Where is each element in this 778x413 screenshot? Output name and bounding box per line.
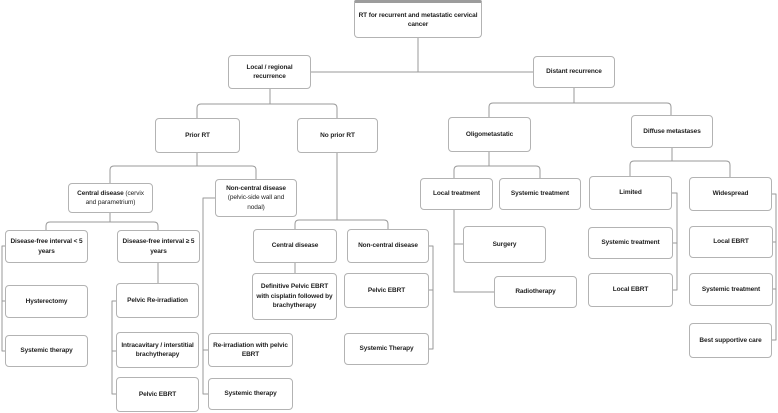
connector-centraldisease-children bbox=[45, 213, 159, 230]
node-surgery: Surgery bbox=[463, 226, 546, 263]
node-systemic-treatment-widespread: Systemic treatment bbox=[689, 273, 773, 306]
node-definitive-pelvic-ebrt-cisplatin: Definitive Pelvic EBRT with cisplatin fo… bbox=[252, 273, 337, 320]
node-diffuse-metastases: Diffuse metastases bbox=[631, 115, 713, 148]
connector-root-to-branches bbox=[311, 38, 533, 73]
node-systemic-therapy-lt5: Systemic therapy bbox=[5, 335, 88, 367]
node-systemic-therapy-noncentral-prior: Systemic therapy bbox=[208, 378, 293, 410]
connector-distant-children bbox=[488, 88, 672, 117]
node-local-ebrt-limited: Local EBRT bbox=[588, 273, 673, 307]
connector-nopriorrt-children bbox=[294, 153, 389, 229]
node-local-treatment: Local treatment bbox=[420, 178, 493, 210]
node-systemic-therapy-no-prior-rt: Systemic Therapy bbox=[344, 333, 429, 365]
node-disease-free-interval-lt5: Disease-free interval < 5 years bbox=[5, 230, 88, 263]
connector-noncentralnoprior-group bbox=[429, 245, 434, 350]
node-pelvic-ebrt-no-prior-rt: Pelvic EBRT bbox=[344, 273, 429, 308]
node-non-central-disease-no-prior-rt: Non-central disease bbox=[347, 229, 429, 263]
connector-diffuse-children bbox=[629, 148, 731, 177]
node-limited: Limited bbox=[589, 176, 672, 210]
node-systemic-treatment-limited: Systemic treatment bbox=[588, 227, 673, 259]
node-prior-rt: Prior RT bbox=[155, 118, 240, 153]
node-intracavitary-interstitial-brachytherapy: Intracavitary / interstitial brachythera… bbox=[116, 332, 199, 368]
connector-localtreatment-group bbox=[453, 210, 494, 293]
node-root: RT for recurrent and metastatic cervical… bbox=[354, 0, 482, 38]
node-oligometastatic: Oligometastatic bbox=[448, 117, 531, 152]
connector-priorrt-children bbox=[109, 153, 257, 183]
node-local-regional-recurrence: Local / regional recurrence bbox=[228, 55, 311, 89]
node-pelvic-reirradiation: Pelvic Re-irradiation bbox=[116, 283, 199, 318]
node-no-prior-rt: No prior RT bbox=[297, 118, 378, 153]
node-central-disease-prior-rt: Central disease (cervix and parametrium) bbox=[68, 183, 153, 213]
node-systemic-treatment-oligo: Systemic treatment bbox=[499, 178, 581, 210]
connector-pelvicreirr-group bbox=[111, 300, 116, 395]
node-label: Non-central disease (pelvic-side wall an… bbox=[226, 184, 286, 211]
connector-widespread-group bbox=[772, 193, 777, 341]
node-radiotherapy: Radiotherapy bbox=[494, 276, 577, 308]
node-central-disease-no-prior-rt: Central disease bbox=[253, 229, 337, 263]
node-non-central-disease-prior-rt: Non-central disease (pelvic-side wall an… bbox=[215, 179, 297, 217]
node-distant-recurrence: Distant recurrence bbox=[533, 56, 615, 88]
connector-oligometastatic-children bbox=[453, 152, 541, 178]
connector-dfilt5-group bbox=[1, 245, 5, 352]
connector-limited-group bbox=[672, 192, 678, 291]
node-hysterectomy: Hysterectomy bbox=[5, 285, 88, 318]
connector-noncentralprior-group bbox=[202, 197, 215, 395]
node-pelvic-ebrt-prior-rt: Pelvic EBRT bbox=[116, 377, 199, 412]
node-local-ebrt-widespread: Local EBRT bbox=[689, 226, 773, 258]
node-disease-free-interval-ge5: Disease-free interval ≥ 5 years bbox=[117, 230, 200, 263]
node-best-supportive-care: Best supportive care bbox=[689, 323, 772, 358]
node-label: Central disease (cervix and parametrium) bbox=[77, 189, 144, 206]
node-reirradiation-with-pelvic-ebrt: Re-irradiation with pelvic EBRT bbox=[208, 333, 293, 367]
node-widespread: Widespread bbox=[689, 177, 772, 211]
connector-localregional-children bbox=[196, 89, 338, 118]
